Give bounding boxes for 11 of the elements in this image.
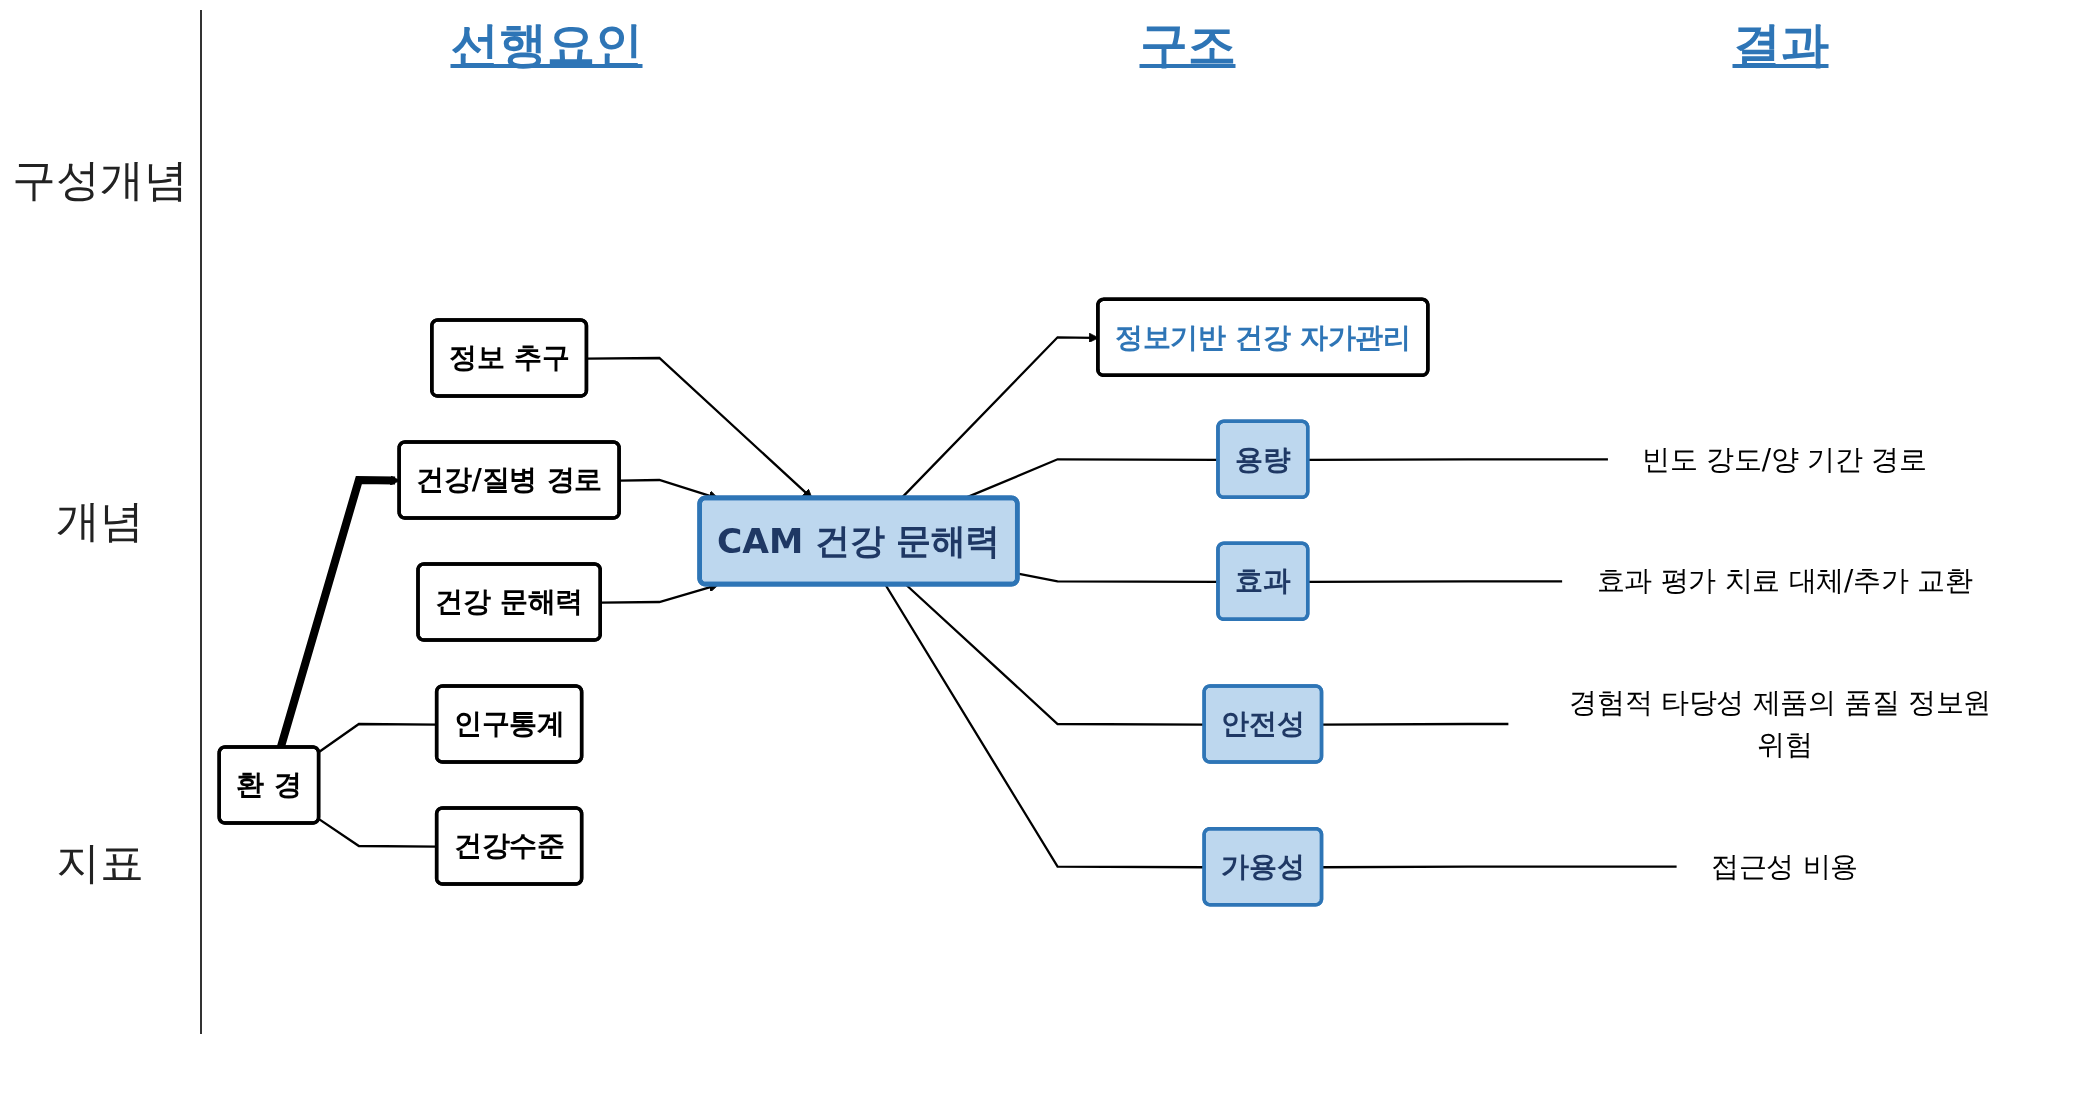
column-heading: 구조 bbox=[1139, 15, 1236, 74]
node-text: 빈도 강도/양 기간 경로 bbox=[1641, 443, 1927, 476]
row-heading: 구성개념 bbox=[12, 153, 188, 208]
node-text: 효과 평가 치료 대체/추가 교환 bbox=[1596, 565, 1973, 598]
node-text: 경험적 타당성 제품의 품질 정보원 위험 bbox=[1568, 687, 1991, 761]
row-heading: 개념 bbox=[56, 494, 144, 549]
column-heading: 결과 bbox=[1732, 15, 1829, 74]
row-heading: 지표 bbox=[56, 835, 144, 890]
node-text: 접근성 비용 bbox=[1710, 850, 1858, 883]
arrow bbox=[586, 356, 813, 499]
column-heading: 선행요인 bbox=[450, 15, 643, 74]
